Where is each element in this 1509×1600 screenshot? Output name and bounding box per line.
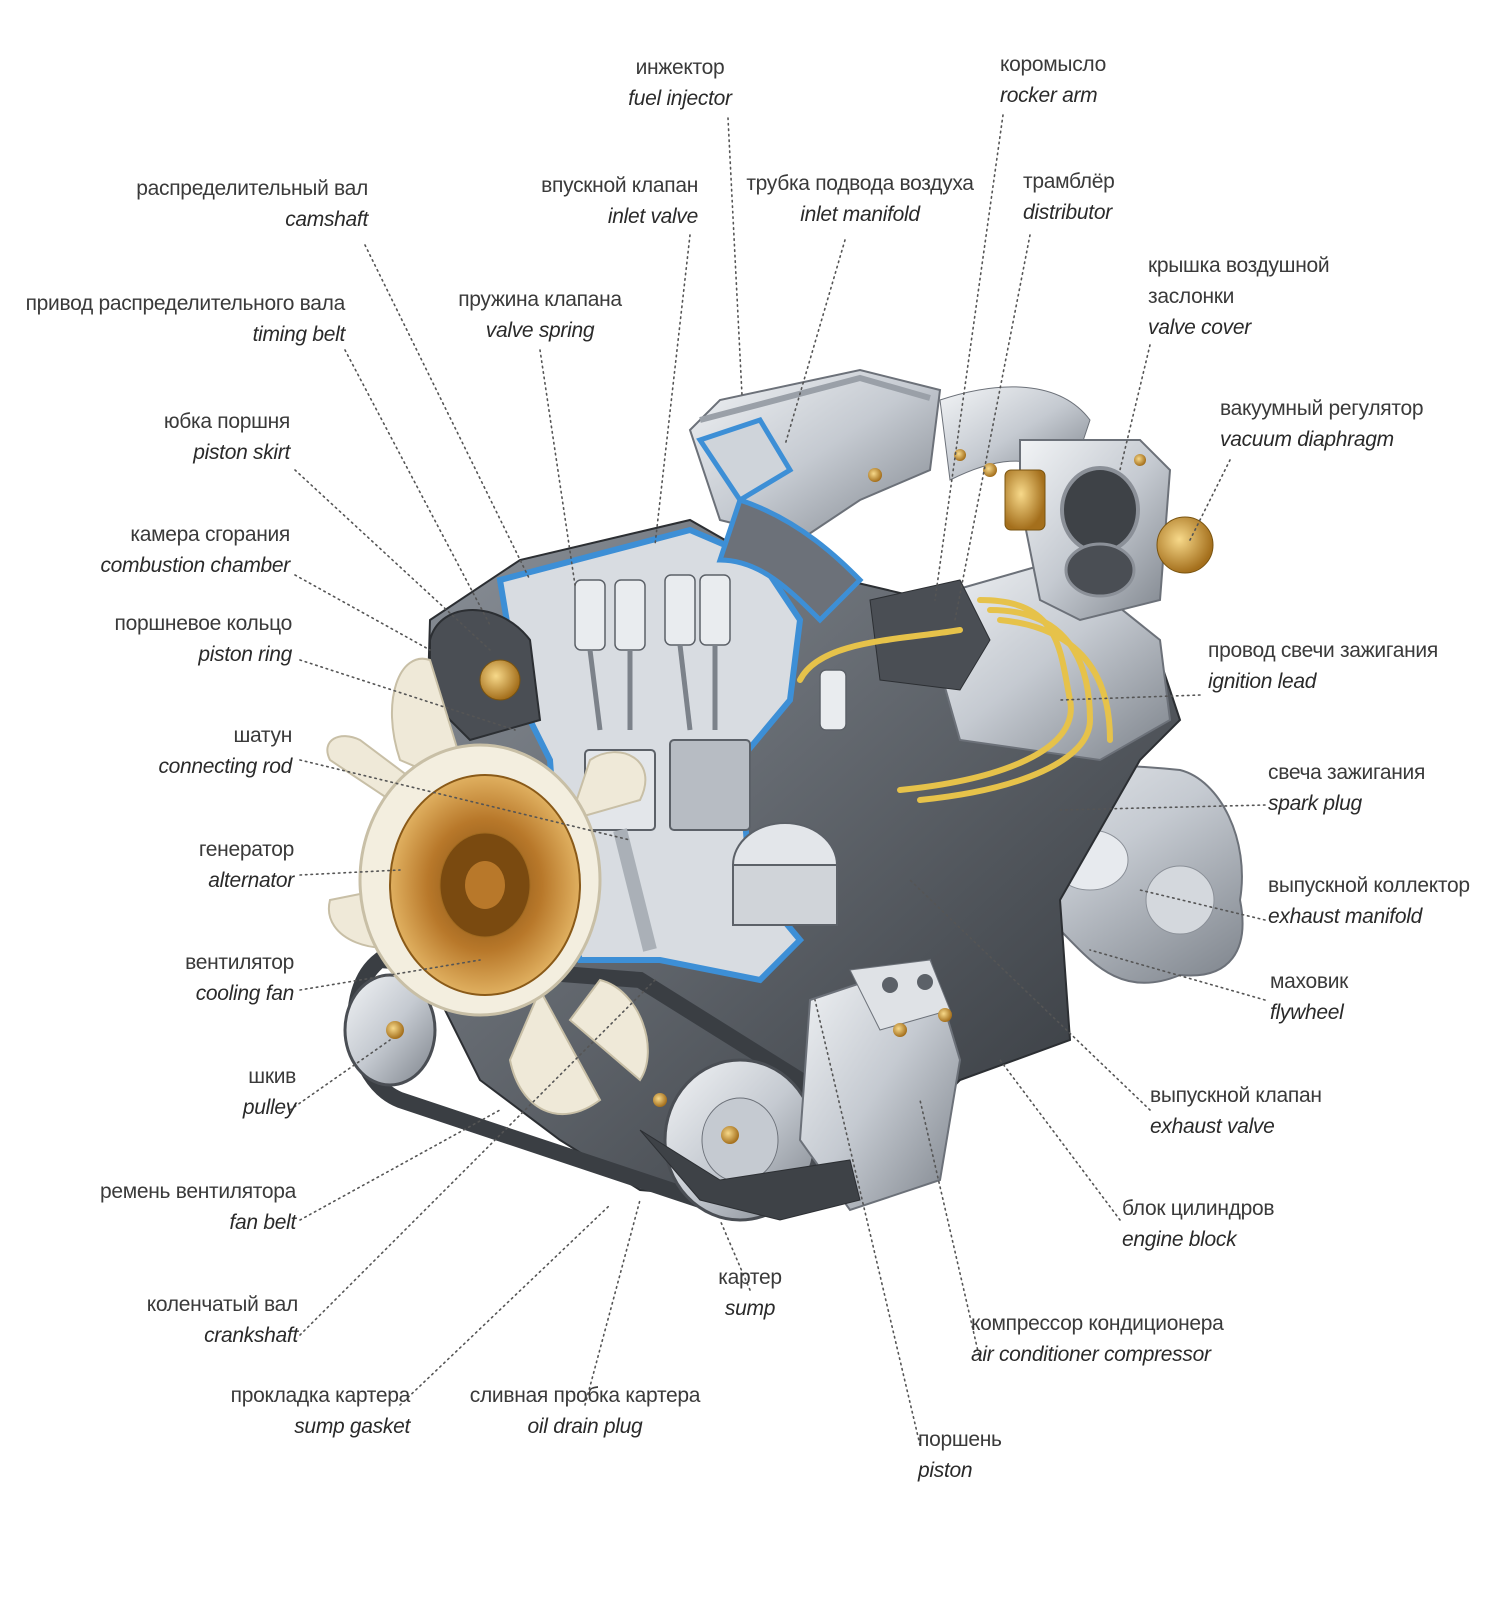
- leader-lines: [289, 114, 1266, 1446]
- sump-shape: [639, 1129, 861, 1221]
- label-timing-belt: привод распределительного вала timing be…: [5, 288, 346, 350]
- label-en: piston ring: [198, 643, 292, 666]
- label-en: inlet valve: [607, 205, 698, 228]
- label-ru: трамблёр: [1023, 170, 1115, 193]
- label-en: crankshaft: [204, 1324, 298, 1347]
- label-ru: провод свечи зажигания: [1208, 639, 1438, 662]
- label-exhaust-valve: выпускной клапан exhaust valve: [1150, 1080, 1322, 1142]
- label-ru: крышка воздушной: [1148, 254, 1330, 277]
- label-en: fuel injector: [628, 87, 732, 110]
- label-en: engine block: [1122, 1228, 1237, 1251]
- label-en: vacuum diaphragm: [1220, 428, 1394, 451]
- label-distributor: трамблёр distributor: [1023, 166, 1115, 228]
- label-ru-line2: заслонки: [1148, 285, 1235, 308]
- label-piston-skirt: юбка поршня piston skirt: [100, 406, 290, 468]
- label-spark-plug: свеча зажигания spark plug: [1268, 757, 1425, 819]
- label-ru: выпускной клапан: [1150, 1084, 1322, 1107]
- label-en: connecting rod: [158, 755, 292, 778]
- label-en: cooling fan: [195, 982, 295, 1005]
- ignition-leads: [797, 597, 1113, 803]
- label-ru: трубка подвода воздуха: [746, 172, 974, 195]
- label-en: combustion chamber: [100, 554, 290, 577]
- label-ru: картер: [718, 1266, 782, 1289]
- label-alternator: генератор alternator: [130, 834, 294, 896]
- label-ru: шатун: [233, 724, 292, 747]
- label-en: pulley: [242, 1096, 296, 1119]
- label-en: ignition lead: [1208, 670, 1317, 693]
- label-en: piston: [918, 1459, 973, 1482]
- label-oil-drain-plug: сливная пробка картера oil drain plug: [455, 1380, 715, 1442]
- label-connecting-rod: шатун connecting rod: [100, 720, 292, 782]
- label-inlet-valve: впускной клапан inlet valve: [500, 170, 698, 232]
- label-ru: пружина клапана: [458, 288, 622, 311]
- label-en: oil drain plug: [527, 1415, 643, 1438]
- label-en: inlet manifold: [800, 203, 920, 226]
- label-sump-gasket: прокладка картера sump gasket: [190, 1380, 411, 1442]
- label-ru: инжектор: [635, 56, 725, 79]
- label-sump: картер sump: [700, 1262, 800, 1324]
- label-ru: поршневое кольцо: [114, 612, 293, 635]
- label-en: alternator: [208, 869, 294, 892]
- label-piston-ring: поршневое кольцо piston ring: [80, 608, 293, 670]
- label-piston: поршень piston: [918, 1424, 1002, 1486]
- label-vacuum-diaphragm: вакуумный регулятор vacuum diaphragm: [1220, 393, 1424, 455]
- vacuum-diaphragm-shape: [1156, 516, 1214, 574]
- label-ru: поршень: [918, 1428, 1002, 1451]
- label-ru: ремень вентилятора: [99, 1180, 296, 1203]
- label-en: spark plug: [1268, 792, 1362, 815]
- label-air-conditioner-compressor: компрессор кондиционера air conditioner …: [971, 1308, 1224, 1370]
- label-exhaust-manifold: выпускной коллектор exhaust manifold: [1268, 870, 1470, 932]
- label-en: timing belt: [252, 323, 346, 346]
- label-crankshaft: коленчатый вал crankshaft: [100, 1289, 299, 1351]
- label-ru: прокладка картера: [230, 1384, 411, 1407]
- label-ru: шкив: [248, 1065, 296, 1088]
- label-cooling-fan: вентилятор cooling fan: [130, 947, 294, 1009]
- label-fan-belt: ремень вентилятора fan belt: [60, 1176, 296, 1238]
- label-en: exhaust manifold: [1268, 905, 1422, 928]
- label-fuel-injector: инжектор fuel injector: [605, 52, 755, 114]
- label-en: air conditioner compressor: [971, 1343, 1211, 1366]
- label-ru: выпускной коллектор: [1268, 874, 1470, 897]
- label-ru: маховик: [1270, 970, 1349, 993]
- label-ru: генератор: [198, 838, 294, 861]
- label-ru: камера сгорания: [130, 523, 290, 546]
- label-en: rocker arm: [1000, 84, 1098, 107]
- label-en: valve spring: [485, 319, 595, 342]
- label-ru: сливная пробка картера: [469, 1384, 701, 1407]
- label-camshaft: распределительный вал camshaft: [60, 173, 368, 235]
- label-en: sump: [724, 1297, 776, 1320]
- label-valve-cover: крышка воздушной заслонки valve cover: [1148, 250, 1330, 343]
- label-ru: вакуумный регулятор: [1220, 397, 1424, 420]
- label-combustion-chamber: камера сгорания combustion chamber: [50, 519, 290, 581]
- label-en: exhaust valve: [1150, 1115, 1275, 1138]
- label-ru: привод распределительного вала: [25, 292, 346, 315]
- label-en: flywheel: [1270, 1001, 1344, 1024]
- label-rocker-arm: коромысло rocker arm: [1000, 49, 1106, 111]
- label-en: fan belt: [229, 1211, 297, 1234]
- label-ru: свеча зажигания: [1268, 761, 1426, 784]
- label-ru: коленчатый вал: [146, 1293, 299, 1316]
- label-ru: компрессор кондиционера: [971, 1312, 1224, 1335]
- label-ru: вентилятор: [185, 951, 294, 974]
- label-en: valve cover: [1148, 316, 1251, 339]
- label-flywheel: маховик flywheel: [1270, 966, 1348, 1028]
- label-en: distributor: [1023, 201, 1112, 224]
- label-engine-block: блок цилиндров engine block: [1122, 1193, 1274, 1255]
- label-en: piston skirt: [193, 441, 290, 464]
- label-ignition-lead: провод свечи зажигания ignition lead: [1208, 635, 1438, 697]
- label-inlet-manifold: трубка подвода воздуха inlet manifold: [730, 168, 990, 230]
- label-pulley: шкив pulley: [150, 1061, 296, 1123]
- label-ru: впускной клапан: [541, 174, 698, 197]
- label-ru: юбка поршня: [163, 410, 290, 433]
- engine-illustration: [326, 368, 1244, 1222]
- label-ru: распределительный вал: [136, 177, 368, 200]
- label-valve-spring: пружина клапана valve spring: [440, 284, 640, 346]
- label-ru: блок цилиндров: [1122, 1197, 1275, 1220]
- label-en: sump gasket: [294, 1415, 410, 1438]
- label-en: camshaft: [285, 208, 368, 231]
- cooling-fan-shape: [326, 657, 649, 1116]
- label-ru: коромысло: [1000, 53, 1106, 76]
